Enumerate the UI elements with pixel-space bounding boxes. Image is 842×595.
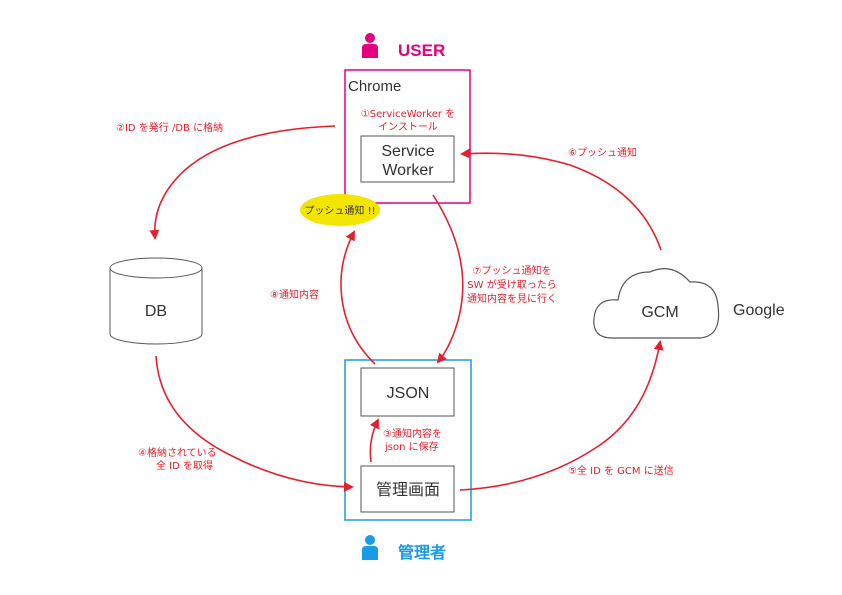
step-1-line2: インストール xyxy=(378,122,438,133)
gcm-label: GCM xyxy=(641,304,678,321)
admin-screen-label: 管理画面 xyxy=(376,481,440,499)
admin-person-icon xyxy=(362,535,378,560)
json-box xyxy=(360,367,455,417)
step-7-line3: 通知内容を見に行く xyxy=(467,292,557,305)
arrow-step-2 xyxy=(149,125,336,240)
service-worker-line1: Service xyxy=(381,143,434,160)
admin-screen-box xyxy=(360,465,455,513)
step-3-line1: ③通知内容を xyxy=(383,427,442,440)
json-label: JSON xyxy=(387,385,430,402)
user-person-icon xyxy=(362,33,378,58)
arrow-step-4 xyxy=(155,355,354,492)
google-label: Google xyxy=(733,302,785,319)
arrow-step-8 xyxy=(340,230,376,365)
step-4-line2: 全 ID を取得 xyxy=(156,459,213,472)
step-3-line2: json に保存 xyxy=(384,440,439,453)
service-worker-box xyxy=(360,135,455,183)
admin-frame xyxy=(344,359,472,521)
db-label: DB xyxy=(145,303,167,320)
push-bubble-label: プッシュ通知 !! xyxy=(304,204,375,217)
step-2-label: ②ID を発行 /DB に格納 xyxy=(116,121,223,134)
service-worker-line2: Worker xyxy=(382,162,434,179)
push-notification-bubble xyxy=(300,194,380,226)
gcm-cloud xyxy=(593,268,720,339)
chrome-title: Chrome xyxy=(348,78,401,95)
arrow-step-5 xyxy=(459,340,664,491)
db-cylinder xyxy=(109,257,203,345)
step-7-line2: SW が受け取ったら xyxy=(467,278,556,291)
step-4-line1: ④格納されている xyxy=(138,446,217,459)
step-5-label: ⑤全 ID を GCM に送信 xyxy=(568,464,674,477)
admin-label: 管理者 xyxy=(398,543,446,562)
step-7-line1: ⑦プッシュ通知を xyxy=(473,264,552,277)
arrow-step-6 xyxy=(460,148,662,251)
arrow-step-7 xyxy=(432,194,464,364)
step-6-label: ⑥プッシュ通知 xyxy=(568,146,637,159)
step-1-line1: ①ServiceWorker を xyxy=(361,108,455,120)
user-label: USER xyxy=(398,41,445,60)
step-8-label: ⑧通知内容 xyxy=(270,288,319,301)
arrow-step-3 xyxy=(369,418,379,463)
chrome-frame xyxy=(344,69,471,204)
